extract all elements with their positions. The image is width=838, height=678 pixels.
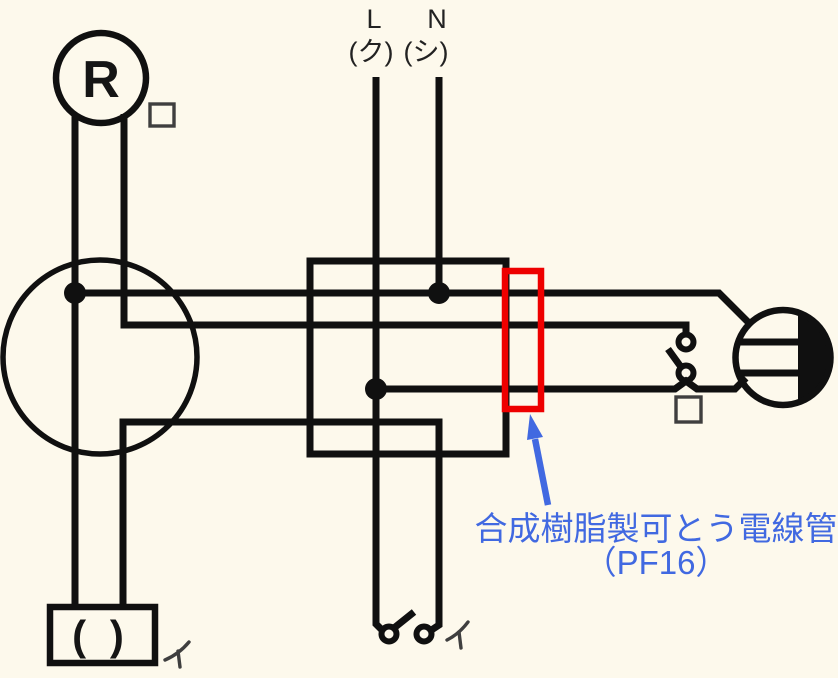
power-source-labels: L N (ク) (シ) [349,4,449,67]
conduit-highlight [501,267,545,413]
wire-live-branch [376,375,749,393]
power-n-label: N [427,4,447,34]
outlet-circle [732,306,834,409]
kana-i-stroke [176,649,182,669]
annotation-line2: （PF16） [584,544,729,581]
wire-l-drop [372,77,385,633]
wire-lamp-to-switch [120,114,690,334]
power-l-wire-label: (ク) [349,37,394,67]
switch-bottom [378,609,470,650]
annotation-arrow-head [527,414,543,440]
device-box-rect [46,603,159,667]
kana-i-stroke [445,620,470,642]
power-n-wire-label: (シ) [404,37,449,67]
kana-i-stroke [457,630,463,650]
lamp-mark-ro [148,102,176,128]
outlet-symbol [732,306,834,409]
switch-lever [665,346,684,370]
junction-dot [64,282,86,304]
wire-switch-to-device [119,418,443,634]
switch-right [665,331,703,424]
junction-dot [365,378,387,400]
power-l-label: L [366,4,381,34]
switch-right-mark-ro [674,395,703,424]
switch-lever [391,609,417,631]
switch-contact [413,623,435,645]
junction-box-circle [0,257,200,457]
device-box: ( ) [46,603,191,669]
annotation-line1: 合成樹脂製可とう電線管 [475,510,838,547]
lamp-receptacle-circle [52,29,150,127]
lamp-receptacle: R [52,29,176,128]
wire-neutral-run [75,289,753,327]
switch-contact [675,362,697,384]
switch-contact [675,331,697,353]
junction-dot [428,282,450,304]
device-mark-i [163,640,191,669]
annotation-arrow-shaft [531,438,552,506]
switch-contact [378,623,400,645]
device-box-label: ( ) [72,612,130,659]
junction-dots [64,282,450,400]
conduit-annotation: 合成樹脂製可とう電線管 （PF16） [475,414,838,581]
lamp-receptacle-letter: R [82,51,120,109]
switch-bottom-mark-i [445,620,470,650]
